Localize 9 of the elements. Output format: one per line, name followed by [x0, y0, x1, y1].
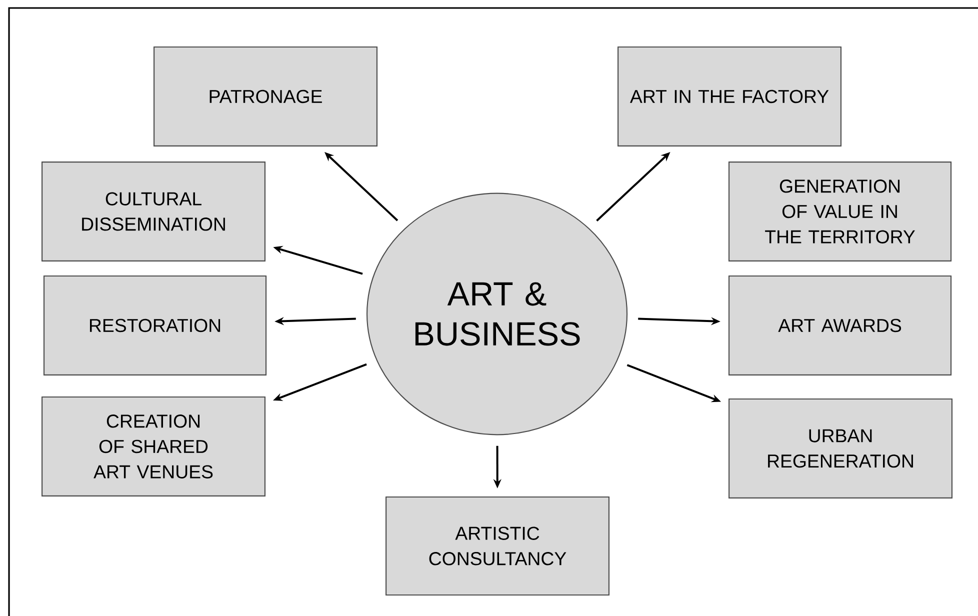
topic-box: ART IN THE FACTORY	[618, 46, 842, 146]
topic-box: CULTURAL DISSEMINATION	[42, 162, 266, 262]
topic-box: PATRONAGE	[154, 46, 378, 146]
topic-box: ARTISTIC CONSULTANCY	[386, 496, 610, 596]
topic-box: GENERATION OF VALUE IN THE TERRITORY	[728, 162, 952, 262]
topic-box: ART AWARDS	[728, 276, 952, 376]
topic-box: URBAN REGENERATION	[728, 398, 952, 498]
topic-box: CREATION OF SHARED ART VENUES	[42, 396, 266, 496]
topic-box: RESTORATION	[43, 276, 267, 376]
